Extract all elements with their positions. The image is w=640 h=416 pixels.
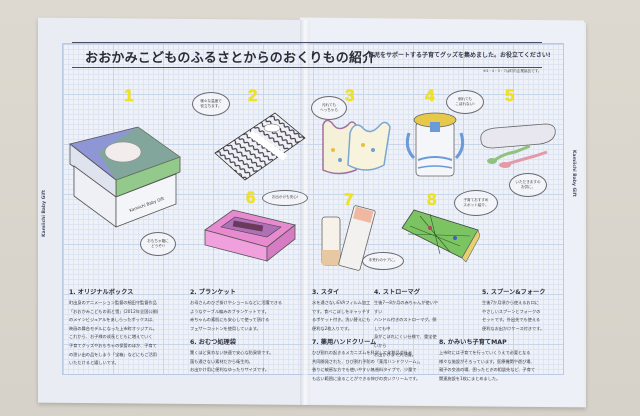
speech-bubble-8: 子育ておすすめ スポット紹介。	[454, 190, 498, 216]
speech-bubble-6: お出かけも安心!	[262, 190, 308, 206]
description-box: 1. オリジナルボックス 町出身のアニメーション監督の細田守監督作品 「おおかみ…	[69, 287, 184, 368]
speech-bubble-5: いただきますの お供に。	[509, 173, 547, 197]
item-number-8: 8	[427, 190, 437, 209]
description-heading-5: 5. スプーン&フォーク	[482, 289, 546, 296]
description-body-4: 生後7〜8か月の赤ちゃんが使いやすい ハンドル付きのストローマグ。倒しても中 身…	[374, 300, 438, 357]
description-straw-mug: 4. ストローマグ 生後7〜8か月の赤ちゃんが使いやすい ハンドル付きのストロー…	[374, 287, 440, 359]
side-label-left: Kamiichi Baby Gift	[42, 190, 47, 237]
header-note: ※3・4・5・7は町内企業製品です。	[483, 69, 542, 73]
description-heading-3: 3. スタイ	[312, 289, 340, 296]
hand-cream-illustration	[321, 205, 376, 271]
description-body-2: お母さんのひざ掛けやショールなどに活躍できる ようなケーブル編みのブランケットで…	[190, 300, 283, 331]
page-fold	[300, 20, 310, 405]
description-body-6: 驚くほど臭わない快適で安心な防臭袋です。 菌も通さない素材だから衛生的。 お出か…	[190, 350, 274, 373]
item-number-3: 3	[345, 86, 355, 105]
description-blanket: 2. ブランケット お母さんのひざ掛けやショールなどに活躍できる ようなケーブル…	[190, 287, 310, 333]
description-heading-6: 6. おむつ処理袋	[190, 339, 236, 346]
item-number-7: 7	[344, 190, 354, 209]
header-top-rule	[72, 42, 542, 43]
item-number-1: 1	[124, 86, 134, 105]
description-body-1: 町出身のアニメーション監督の細田守監督作品 「おおかみこどもの雨と雪」(2012…	[69, 300, 159, 366]
blanket-illustration	[214, 112, 306, 181]
description-heading-4: 4. ストローマグ	[374, 289, 420, 296]
side-label-right: Kamiichi Baby Gift	[571, 150, 576, 197]
diaper-bag-box-illustration	[204, 209, 296, 262]
description-spoon-fork: 5. スプーン&フォーク 生後7か月頃から使えるお口に やさしいスプーンとフォー…	[482, 287, 557, 333]
description-diaper-bag: 6. おむつ処理袋 驚くほど臭わない快適で安心な防臭袋です。 菌も通さない素材だ…	[190, 337, 310, 375]
description-body-7: ひび割れの起きるメカニズムを科学して化粧品会社と 共同開発された、ひび割れ予防の…	[312, 350, 423, 381]
gift-box-illustration: Kamiichi Baby Gift	[69, 126, 181, 228]
item-number-5: 5	[505, 86, 515, 105]
speech-bubble-7: 手荒れのケアに。	[362, 252, 404, 270]
item-number-4: 4	[425, 86, 435, 105]
speech-bubble-4: 倒れても こぼれない!	[446, 90, 484, 114]
page-title: おおかみこどものふるさとからのおくりもの紹介	[85, 51, 376, 66]
description-body-3: 水を通さないEVAフィルム加工 です。食べこぼしをキャッチす るポケット付き。洗…	[312, 300, 371, 331]
item-number-2: 2	[248, 86, 258, 105]
speech-bubble-1: おもちゃ箱に どうぞ!!	[140, 232, 176, 256]
description-body-5: 生後7か月頃から使えるお口に やさしいスプーンとフォークの セットです。外出先で…	[482, 300, 545, 331]
description-heading-1: 1. オリジナルボックス	[69, 289, 134, 296]
description-body-8: 上市町には子育てを行っていくうえで必要となる 様々な施設がそろっています。医療機…	[439, 350, 536, 381]
description-bib: 3. スタイ 水を通さないEVAフィルム加工 です。食べこぼしをキャッチす るポ…	[312, 287, 374, 333]
straw-mug-illustration	[405, 112, 465, 177]
description-map: 8. かみいち子育てMAP 上市町には子育てを行っていくうえで必要となる 様々な…	[439, 337, 559, 383]
description-heading-2: 2. ブランケット	[190, 289, 236, 296]
item-number-6: 6	[246, 188, 256, 207]
description-heading-7: 7. 薬用ハンドクリーム	[312, 339, 377, 346]
description-hand-cream: 7. 薬用ハンドクリーム ひび割れの起きるメカニズムを科学して化粧品会社と 共同…	[312, 337, 437, 383]
spoon-fork-illustration	[480, 123, 556, 168]
header-bottom-rule	[72, 67, 542, 68]
speech-bubble-2: 様々な温度で 役立ちます。	[192, 92, 230, 116]
description-heading-8: 8. かみいち子育てMAP	[439, 339, 507, 346]
speech-bubble-3: 汚れても へっちゃら	[311, 96, 347, 120]
childcare-map-illustration	[401, 209, 480, 263]
page-subtitle: 育児をサポートする子育てグッズを集めました。お役立てください!	[368, 52, 551, 59]
bib-illustration	[322, 119, 391, 175]
